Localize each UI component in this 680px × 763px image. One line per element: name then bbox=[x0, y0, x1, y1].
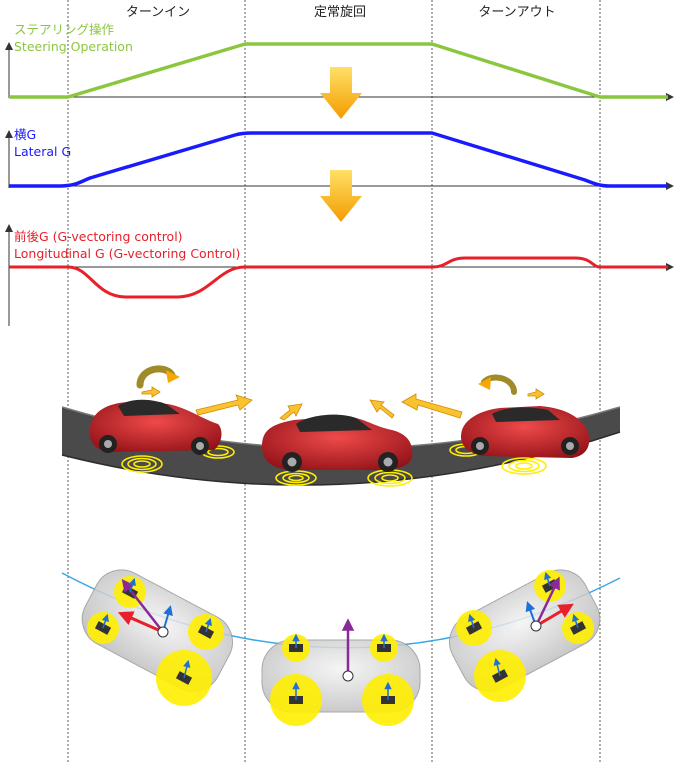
phase-turn-in: ターンイン bbox=[126, 5, 190, 20]
car-icon bbox=[90, 400, 222, 455]
steering-title-ja: ステアリング操作 bbox=[14, 22, 115, 37]
arrow-icon bbox=[196, 395, 252, 415]
arrow-icon bbox=[280, 404, 302, 420]
longitudinal-title-en: Longitudinal G (G-vectoring Control) bbox=[14, 246, 240, 261]
arrow-icon bbox=[370, 400, 394, 418]
axis-arrow-icon bbox=[5, 42, 13, 50]
axis-arrow-icon bbox=[5, 224, 13, 232]
road-scene bbox=[62, 369, 620, 486]
top-car-turn-in bbox=[72, 560, 242, 706]
arrow-icon bbox=[142, 387, 160, 397]
axis-arrow-icon bbox=[5, 130, 13, 138]
top-car-turn-out bbox=[440, 560, 610, 702]
steering-title-en: Steering Operation bbox=[14, 39, 133, 54]
top-view-scene bbox=[62, 560, 620, 726]
top-car-steady bbox=[262, 622, 420, 726]
car-icon bbox=[262, 415, 412, 472]
longitudinal-chart: 前後G (G-vectoring control) Longitudinal G… bbox=[5, 224, 674, 326]
lateral-title-en: Lateral G bbox=[14, 144, 71, 159]
arrow-down-icon bbox=[320, 67, 362, 119]
phase-steady-turn: 定常旋回 bbox=[314, 5, 366, 20]
rotate-arrow-icon bbox=[478, 377, 514, 392]
arrow-icon bbox=[528, 389, 544, 399]
longitudinal-title-ja: 前後G (G-vectoring control) bbox=[14, 229, 183, 244]
arrow-down-icon bbox=[320, 170, 362, 222]
car-icon bbox=[461, 406, 589, 458]
lateral-title-ja: 横G bbox=[14, 127, 36, 142]
phase-turn-out: ターンアウト bbox=[478, 5, 555, 20]
longitudinal-curve bbox=[9, 258, 668, 297]
rotate-arrow-icon bbox=[140, 369, 180, 385]
